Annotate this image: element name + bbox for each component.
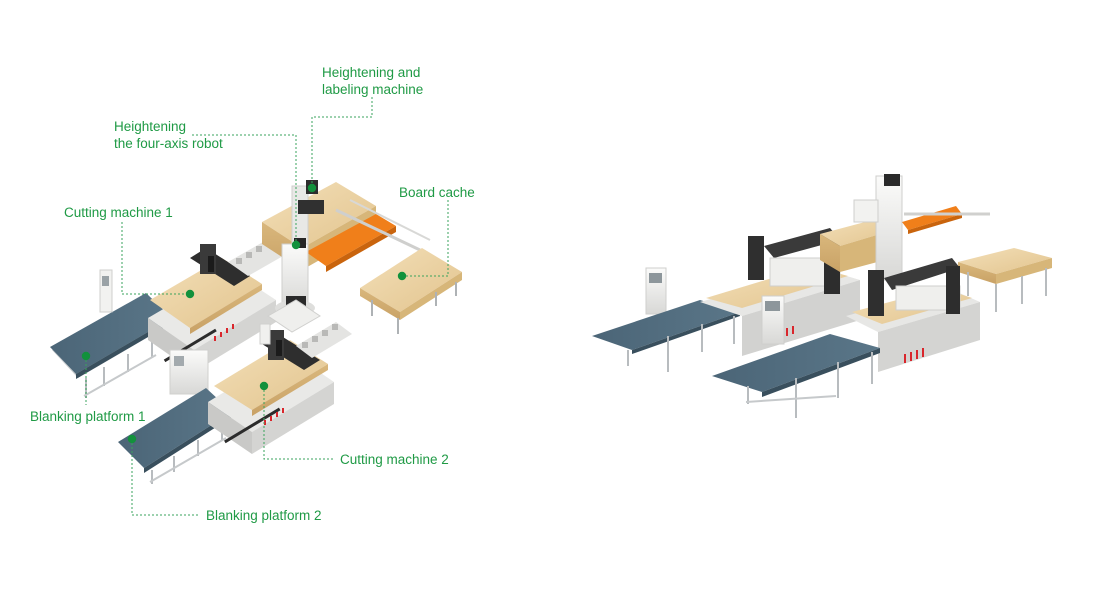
robot-and-labeling-graphic (262, 180, 431, 333)
right-perspective-illustration (592, 174, 1052, 418)
cutting-machine-1-graphic (99, 238, 290, 395)
label-cutting-machine-1: Cutting machine 1 (64, 205, 173, 220)
cutting-machine-2-graphic (208, 322, 352, 454)
marker-dot-blanking-2 (127, 434, 137, 444)
leader-labeling (311, 97, 373, 188)
label-cutting-machine-2: Cutting machine 2 (340, 452, 449, 467)
marker-dot-cutting-2 (259, 381, 269, 391)
marker-dot-robot (291, 240, 301, 250)
left-layout-illustration: Heightening and labeling machine Heighte… (30, 65, 475, 523)
leader-board-cache (402, 200, 449, 277)
label-robot-line1: Heightening (114, 119, 186, 134)
label-robot-line2: the four-axis robot (114, 136, 223, 151)
leader-robot (192, 134, 297, 245)
board-cache-graphic (360, 248, 462, 334)
label-heightening-labeling-line1: Heightening and (322, 65, 420, 80)
callout-labels: Heightening and labeling machine Heighte… (30, 65, 475, 523)
leader-cutting-2 (263, 386, 334, 460)
marker-dot-board-cache (397, 271, 407, 281)
marker-dot-cutting-1 (185, 289, 195, 299)
marker-dots (81, 183, 407, 444)
label-blanking-platform-1: Blanking platform 1 (30, 409, 146, 424)
marker-dot-labeling (307, 183, 317, 193)
leader-blanking-2 (131, 439, 200, 516)
label-board-cache: Board cache (399, 185, 475, 200)
label-heightening-labeling-line2: labeling machine (322, 82, 423, 97)
leader-lines (85, 97, 449, 516)
marker-dot-blanking-1 (81, 351, 91, 361)
leader-cutting-1 (121, 222, 190, 295)
label-blanking-platform-2: Blanking platform 2 (206, 508, 322, 523)
